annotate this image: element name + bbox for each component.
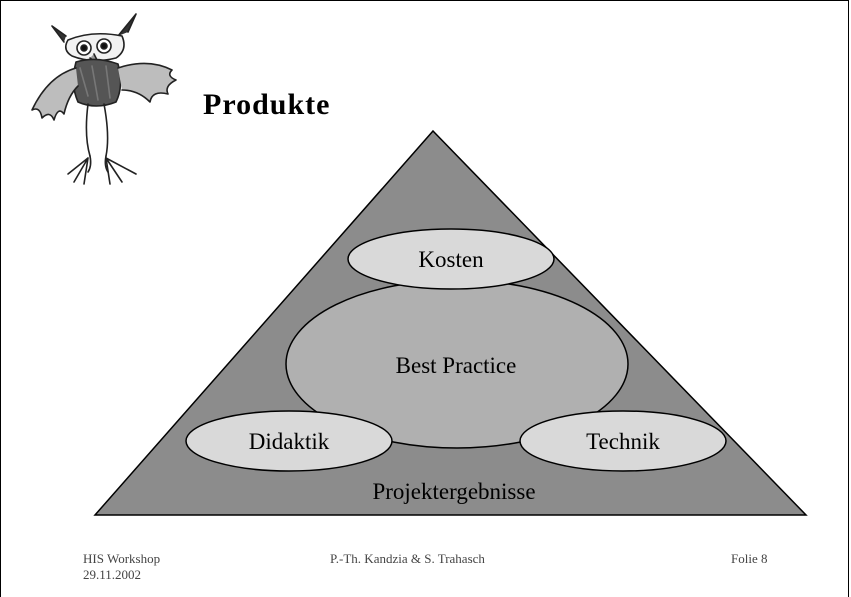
pyramid-base-label: Projektergebnisse <box>372 479 535 504</box>
top-ellipse-label: Kosten <box>418 247 484 272</box>
top-ellipse <box>347 228 555 290</box>
footer-event-info: HIS Workshop 29.11.2002 <box>83 551 160 583</box>
left-ellipse-label: Didaktik <box>249 429 330 454</box>
right-ellipse-label: Technik <box>586 429 660 454</box>
center-ellipse-label: Best Practice <box>396 353 517 378</box>
footer-authors: P.-Th. Kandzia & S. Trahasch <box>330 551 485 566</box>
footer-date: 29.11.2002 <box>83 567 142 582</box>
slide-title: Produkte <box>203 88 331 121</box>
right-ellipse <box>519 410 727 472</box>
left-ellipse <box>185 410 393 472</box>
footer-event: HIS Workshop <box>83 551 161 566</box>
owl-mascot-illustration <box>31 13 177 185</box>
footer-slide-number: Folie 8 <box>731 551 768 566</box>
